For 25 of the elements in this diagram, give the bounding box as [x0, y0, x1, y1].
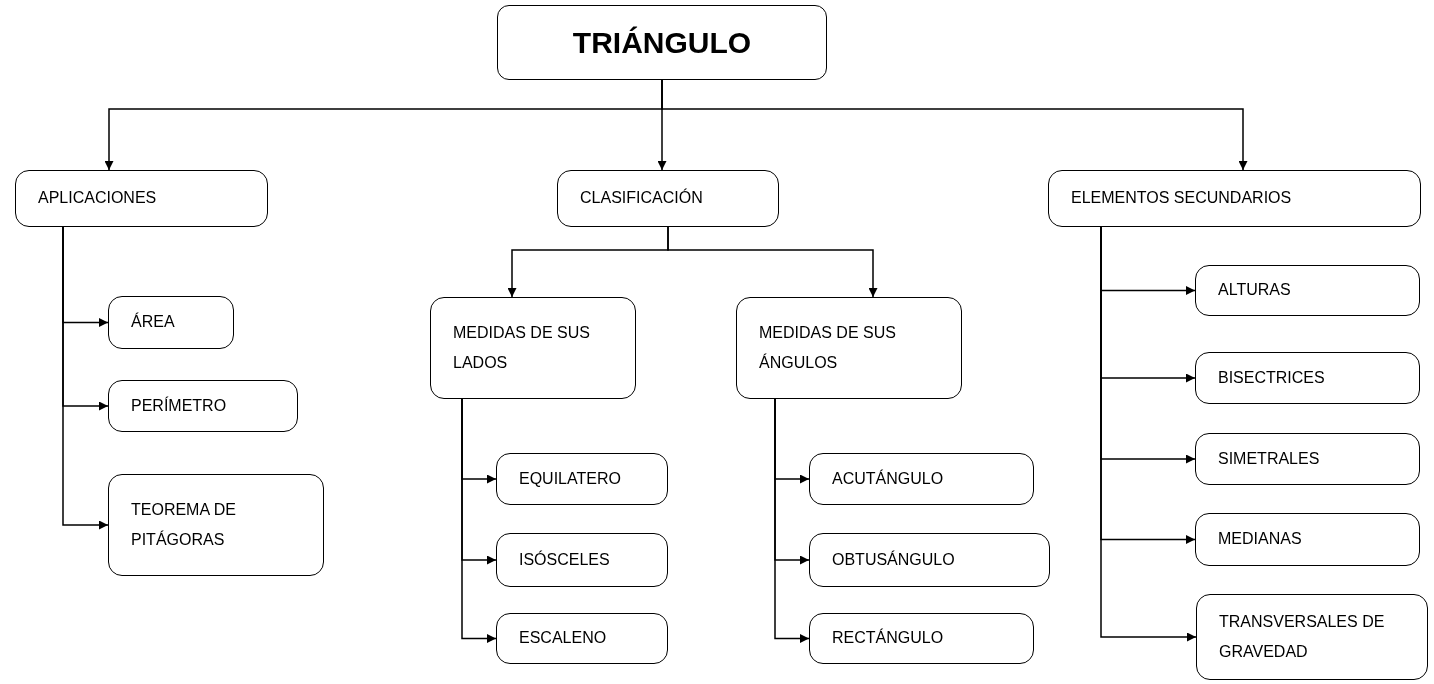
concept-box: PERÍMETRO: [108, 380, 298, 432]
concept-box: TRANSVERSALES DE GRAVEDAD: [1196, 594, 1428, 680]
concept-box: ESCALENO: [496, 613, 668, 664]
concept-box: RECTÁNGULO: [809, 613, 1034, 664]
arrow: [774, 398, 810, 643]
concept-box: BISECTRICES: [1195, 352, 1420, 404]
concept-box: MEDIDAS DE SUS LADOS: [430, 297, 636, 399]
concept-box: TEOREMA DE PITÁGORAS: [108, 474, 324, 576]
concept-box: EQUILATERO: [496, 453, 668, 505]
concept-box: ACUTÁNGULO: [809, 453, 1034, 505]
arrow: [62, 226, 109, 530]
arrow: [661, 79, 1248, 171]
concept-box: ELEMENTOS SECUNDARIOS: [1048, 170, 1421, 227]
concept-box: SIMETRALES: [1195, 433, 1420, 485]
concept-box: ALTURAS: [1195, 265, 1420, 316]
title-box: TRIÁNGULO: [497, 5, 827, 80]
concept-box: ISÓSCELES: [496, 533, 668, 587]
arrow: [461, 398, 497, 643]
concept-box: ÁREA: [108, 296, 234, 349]
concept-box: MEDIDAS DE SUS ÁNGULOS: [736, 297, 962, 399]
concept-box: MEDIANAS: [1195, 513, 1420, 566]
concept-box: APLICACIONES: [15, 170, 268, 227]
concept-box: OBTUSÁNGULO: [809, 533, 1050, 587]
concept-box: CLASIFICACIÓN: [557, 170, 779, 227]
arrow: [667, 226, 878, 298]
